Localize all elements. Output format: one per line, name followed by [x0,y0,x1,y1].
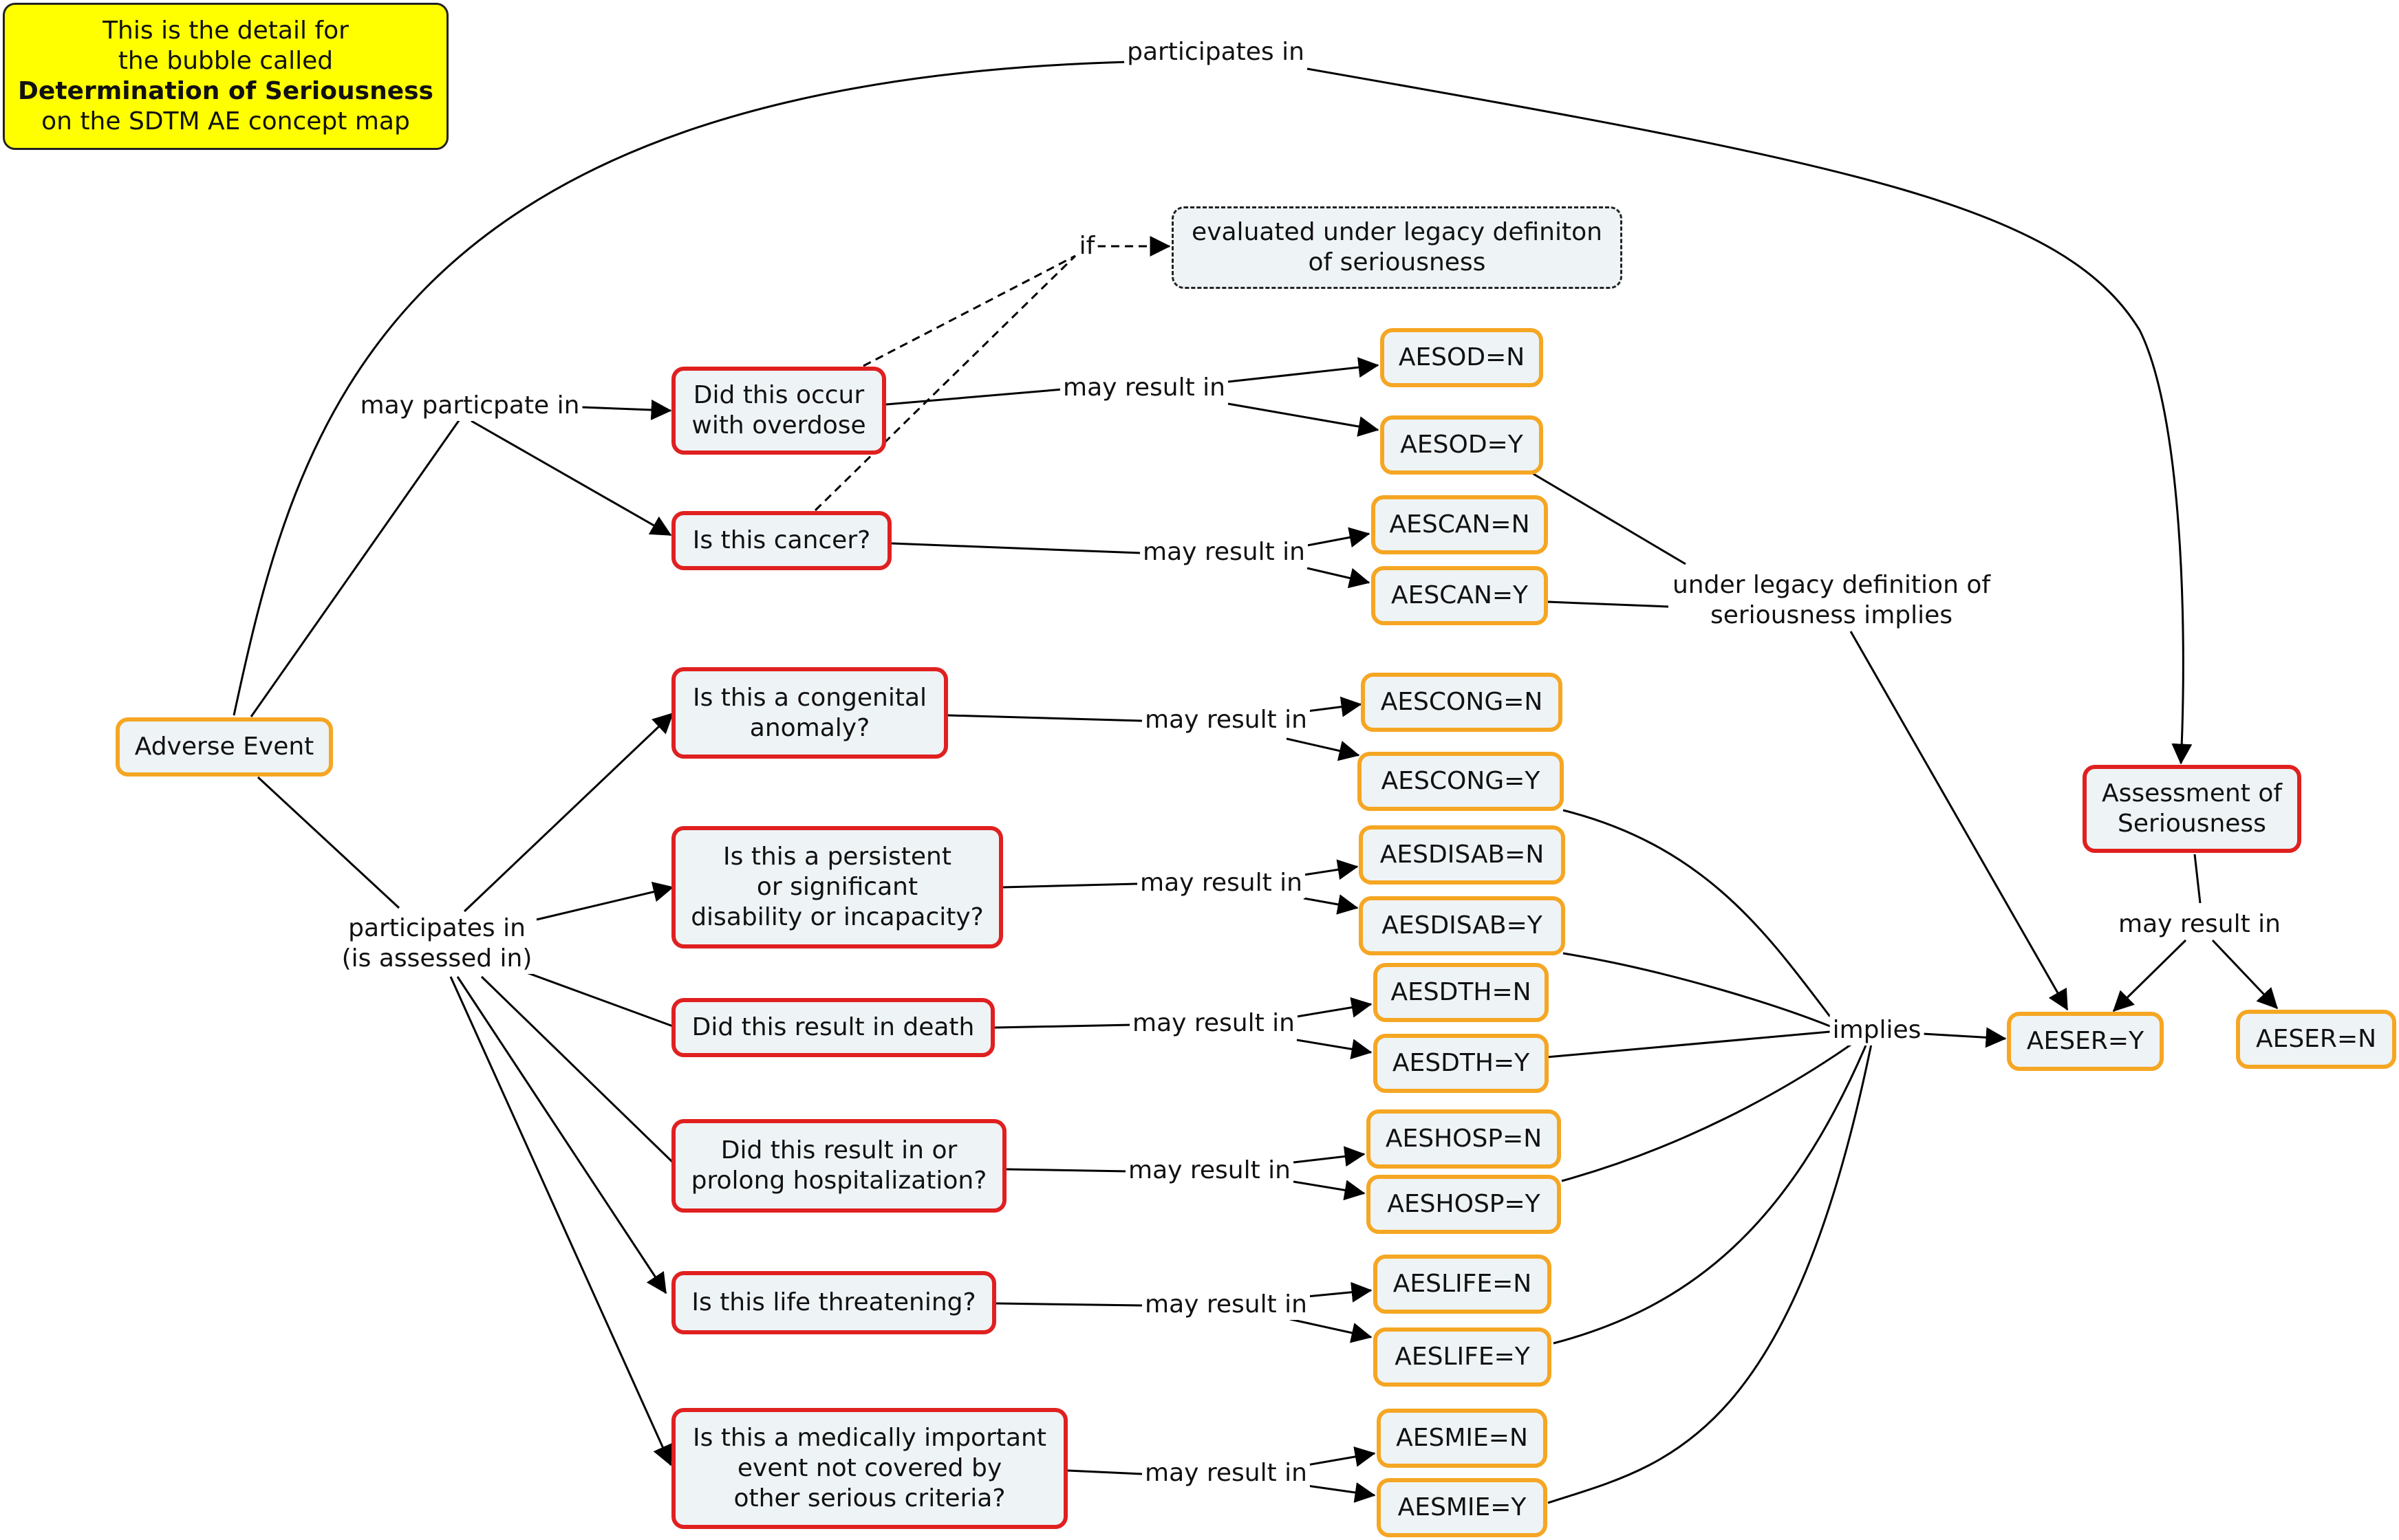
label-may-result-in-assessment: may result in [2116,909,2283,940]
node-assessment-of-seriousness[interactable]: Assessment of Seriousness [2083,765,2301,853]
link-aescan-y-to-legacy [1547,600,1669,608]
node-aesdth-n[interactable]: AESDTH=N [1373,963,1549,1022]
label-may-result-in-overdose: may result in [1060,373,1228,403]
node-aescan-n[interactable]: AESCAN=N [1371,495,1548,554]
link-cancer-to-mayresult [891,542,1141,554]
node-medically-important-question[interactable]: Is this a medically important event not … [671,1408,1068,1529]
link-cancer-to-if [814,254,1077,512]
label-may-result-in-life: may result in [1142,1290,1310,1320]
link-participates-top-to-assessment [1306,67,2193,765]
link-aesod-y-to-legacy [1528,470,1686,565]
node-aescong-n[interactable]: AESCONG=N [1361,673,1562,732]
link-ae-to-participates-assessed [257,776,400,909]
label-may-result-in-congenital: may result in [1142,705,1310,735]
label-may-participate-in: may particpate in [357,391,583,421]
node-overdose-question[interactable]: Did this occur with overdose [671,367,886,455]
node-aesmie-n[interactable]: AESMIE=N [1377,1409,1547,1468]
label-may-result-in-mie: may result in [1142,1458,1310,1488]
description-note: This is the detail for the bubble called… [3,3,449,150]
label-may-result-in-hospitalization: may result in [1126,1156,1293,1186]
node-disability-question[interactable]: Is this a persistent or significant disa… [671,826,1003,948]
node-aescong-y[interactable]: AESCONG=Y [1357,752,1564,811]
node-aesod-y[interactable]: AESOD=Y [1380,415,1543,475]
node-aeslife-n[interactable]: AESLIFE=N [1373,1255,1551,1314]
node-adverse-event[interactable]: Adverse Event [116,717,333,777]
node-aesdisab-y[interactable]: AESDISAB=Y [1359,896,1565,955]
link-may-participate-to-overdose [581,399,672,420]
link-legacy-to-aeser-y [1849,631,2069,1011]
label-participates-in-top: participates in [1124,37,1307,67]
node-aesdth-y[interactable]: AESDTH=Y [1373,1034,1549,1093]
label-may-result-in-cancer: may result in [1140,537,1308,567]
note-line-2: the bubble called [118,47,334,75]
label-may-result-in-disability: may result in [1137,868,1305,898]
node-aescan-y[interactable]: AESCAN=Y [1371,566,1548,625]
label-participates-in-assessed: participates in (is assessed in) [338,913,535,974]
link-may-participate-to-cancer [471,420,672,536]
node-hospitalization-question[interactable]: Did this result in or prolong hospitaliz… [671,1119,1007,1213]
link-ae-to-may-participate [250,419,461,717]
node-congenital-question[interactable]: Is this a congenital anomaly? [671,667,948,759]
node-life-threatening-question[interactable]: Is this life threatening? [671,1271,996,1334]
label-if: if [1076,231,1098,261]
label-implies: implies [1829,1015,1924,1045]
link-overdose-to-if [863,254,1076,367]
node-legacy-evaluation[interactable]: evaluated under legacy definiton of seri… [1172,206,1622,289]
link-overdose-to-mayresult [885,388,1064,406]
node-aeshosp-y[interactable]: AESHOSP=Y [1366,1175,1561,1234]
node-aeser-n[interactable]: AESER=N [2236,1010,2396,1069]
label-may-result-in-death: may result in [1130,1008,1298,1039]
note-line-1: This is the detail for [103,17,349,45]
link-ae-to-participates-top [233,61,1129,716]
node-aesmie-y[interactable]: AESMIE=Y [1377,1478,1547,1537]
node-aeslife-y[interactable]: AESLIFE=Y [1373,1327,1551,1387]
node-cancer-question[interactable]: Is this cancer? [671,511,892,570]
node-aeser-y[interactable]: AESER=Y [2007,1012,2164,1071]
label-legacy-implies: under legacy definition of seriousness i… [1669,570,1994,631]
link-implies-to-aeser-y [1922,1027,2007,1048]
node-aeshosp-n[interactable]: AESHOSP=N [1366,1109,1561,1169]
node-death-question[interactable]: Did this result in death [671,998,995,1057]
note-line-3: Determination of Seriousness [18,77,433,105]
node-aesod-n[interactable]: AESOD=N [1380,328,1543,387]
note-line-4: on the SDTM AE concept map [41,107,410,135]
node-aesdisab-n[interactable]: AESDISAB=N [1359,825,1565,885]
